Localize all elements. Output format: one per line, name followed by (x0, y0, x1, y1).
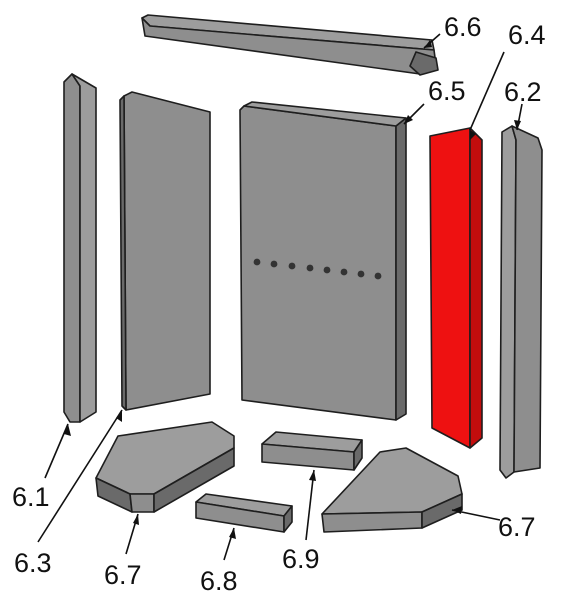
part-6-8-small-brick (195, 493, 293, 533)
label-6-7-left: 6.7 (104, 560, 142, 590)
leader-lines (37, 33, 523, 561)
part-6-6-top-slab (141, 14, 439, 76)
part-6-9-small-brick (261, 431, 363, 471)
leader-6-3 (37, 409, 123, 543)
part-6-2-front-face (511, 125, 543, 473)
part-6-1-side-strip (63, 73, 97, 423)
leader-6-9 (305, 469, 315, 541)
part-6-1-front-face (63, 73, 81, 423)
part-6-4-side-face (469, 127, 483, 449)
part-6-7-left-front-face-2 (129, 493, 155, 513)
part-6-5-back-wall (239, 101, 407, 421)
arrow-head (452, 506, 462, 514)
part-6-2-side-strip (499, 125, 543, 479)
air-hole (270, 260, 278, 268)
part-labels: 6.6 6.4 6.5 6.2 6.1 6.3 6.7 6.8 6.9 6.7 (12, 12, 546, 596)
air-hole (374, 272, 382, 280)
leader-arrow-heads (64, 40, 521, 539)
part-6-9-side-face (353, 439, 363, 471)
arrow-head (133, 514, 139, 525)
air-hole (357, 270, 365, 278)
arrow-head (229, 528, 236, 539)
arrow-head (514, 120, 521, 130)
part-6-7-left-top-face (95, 421, 235, 495)
air-hole (340, 268, 348, 276)
part-6-7-left-floor-brick (95, 421, 235, 513)
leader-6-1 (44, 423, 69, 479)
arrow-head (470, 130, 476, 140)
part-6-6-end-face (409, 51, 439, 76)
leader-6-4 (469, 51, 505, 131)
arrow-head (116, 410, 122, 422)
label-6-9: 6.9 (282, 544, 320, 574)
part-6-4-front-face (429, 127, 471, 449)
part-6-5-side-face (395, 117, 407, 421)
air-hole (253, 258, 261, 266)
label-6-1: 6.1 (12, 482, 50, 512)
air-hole (306, 264, 314, 272)
part-6-8-side-face (283, 505, 293, 533)
part-6-3-side-face (119, 95, 127, 411)
arrow-head (64, 424, 71, 436)
part-6-3-left-panel (119, 91, 211, 411)
label-6-7-right: 6.7 (498, 512, 536, 542)
label-6-3: 6.3 (14, 548, 52, 578)
arrow-head (424, 40, 432, 48)
part-6-7-right-floor-brick (321, 447, 463, 533)
label-6-5: 6.5 (428, 76, 466, 106)
label-6-8: 6.8 (200, 566, 238, 596)
part-6-7-right-side-face (421, 493, 463, 529)
part-6-3-front-face (123, 91, 211, 411)
label-6-6: 6.6 (444, 12, 482, 42)
part-6-5-air-holes (253, 258, 382, 280)
arrow-head (309, 470, 316, 481)
part-6-5-front-face (239, 105, 397, 421)
label-6-4: 6.4 (508, 20, 546, 50)
part-6-5-top-face (243, 101, 407, 127)
part-6-7-right-front-face (321, 511, 423, 533)
part-6-7-left-side-face (153, 447, 235, 513)
part-6-1-side-face (71, 73, 97, 423)
part-6-4-highlighted-panel (429, 127, 483, 449)
air-hole (323, 266, 331, 274)
label-6-2: 6.2 (504, 77, 542, 107)
arrow-head (404, 115, 413, 124)
air-hole (288, 262, 296, 270)
